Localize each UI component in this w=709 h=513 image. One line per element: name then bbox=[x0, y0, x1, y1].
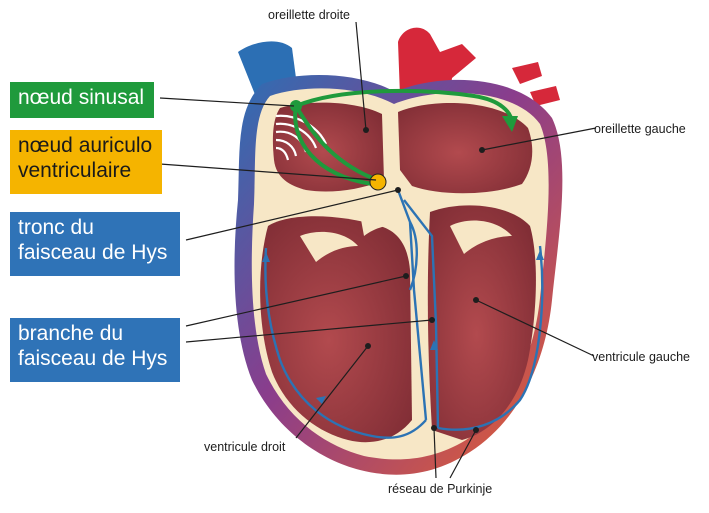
av-node-box: nœud auriculo ventriculaire bbox=[10, 130, 162, 194]
left-ventricle-label: ventricule gauche bbox=[592, 350, 690, 364]
left-atrium-label: oreillette gauche bbox=[594, 122, 686, 136]
pulmonary-vein-1 bbox=[512, 62, 542, 84]
av-node-dot bbox=[370, 174, 386, 190]
right-ventricle-label: ventricule droit bbox=[204, 440, 285, 454]
purkinje-label: réseau de Purkinje bbox=[388, 482, 492, 496]
sinus-node-box: nœud sinusal bbox=[10, 82, 154, 118]
right-atrium-label: oreillette droite bbox=[268, 8, 350, 22]
his-trunk-box: tronc du faisceau de Hys bbox=[10, 212, 180, 276]
his-branch-box: branche du faisceau de Hys bbox=[10, 318, 180, 382]
